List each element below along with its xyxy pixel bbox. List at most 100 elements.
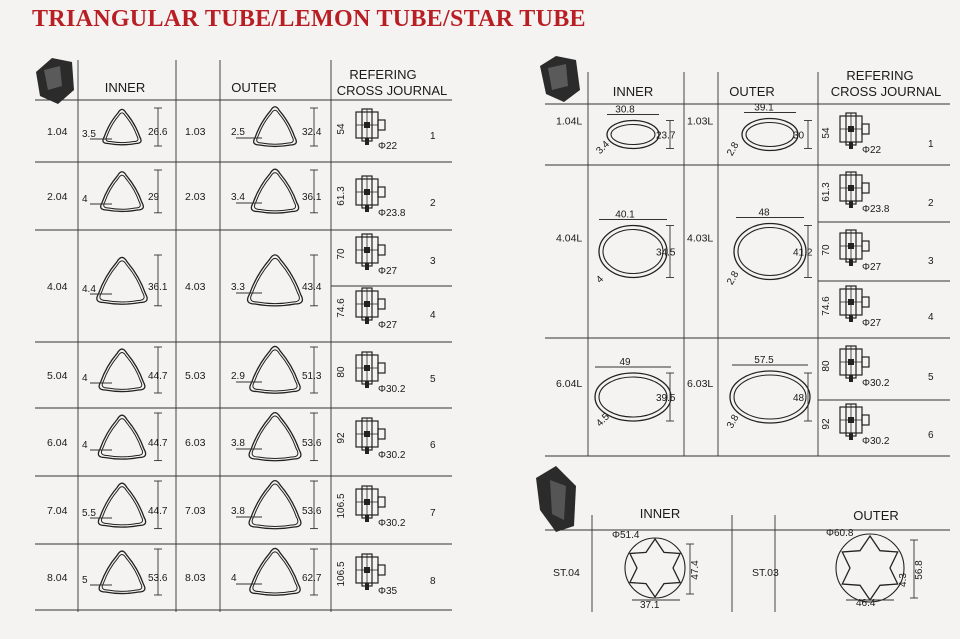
- journal-number: 4: [430, 310, 436, 321]
- outer-profile: [248, 479, 302, 530]
- outer-height: 36.1: [302, 192, 322, 203]
- outer-thickness: 3.3: [231, 282, 245, 293]
- inner-height: 44.7: [148, 506, 168, 517]
- inner-thickness: 4: [594, 274, 606, 286]
- star-inner-code: ST.04: [553, 567, 580, 579]
- outer-code: 2.03: [185, 191, 206, 203]
- outer-lemon-outline: [729, 370, 811, 424]
- tube-outline-inner: [100, 486, 144, 526]
- tube-photo-icon-face: [44, 66, 62, 90]
- star-inner-circle: [624, 537, 686, 599]
- inner-height-dim: [154, 107, 162, 147]
- outer-code: 4.03L: [687, 233, 713, 245]
- inner-profile: [97, 482, 147, 528]
- cross-journal-icon: [839, 345, 870, 383]
- cross-journal-diagram: [839, 403, 870, 441]
- outer-height: 48: [793, 393, 805, 404]
- journal-diameter: Φ30.2: [378, 518, 406, 529]
- outer-thickness: 2.5: [231, 127, 245, 138]
- inner-lemon-outline-inner: [602, 228, 664, 275]
- inner-profile: [102, 108, 142, 146]
- inner-width: 49: [619, 357, 631, 368]
- journal-length: 54: [821, 127, 832, 139]
- outer-thickness: 3.4: [231, 192, 245, 203]
- journal-number: 5: [928, 372, 934, 383]
- inner-height-dim: [666, 225, 674, 278]
- inner-height: 34.5: [656, 248, 676, 259]
- inner-profile: [98, 348, 146, 393]
- inner-height-dim: [154, 480, 162, 530]
- outer-code: 7.03: [185, 505, 206, 517]
- cross-journal-icon: [839, 403, 870, 441]
- outer-profile: [249, 345, 301, 394]
- inner-thickness: 4.4: [82, 284, 96, 295]
- journal-number: 4: [928, 312, 934, 323]
- inner-height-dim: [154, 169, 162, 214]
- tube-outline-outer: [100, 171, 144, 213]
- outer-height: 41.2: [793, 248, 813, 259]
- inner-thickness: 5: [82, 575, 88, 586]
- inner-lemon-outline-inner: [610, 123, 656, 146]
- tube-outline-inner: [252, 349, 298, 392]
- cross-journal-diagram: [355, 287, 386, 325]
- tube-outline-inner: [252, 551, 298, 594]
- cross-journal-icon: [839, 285, 870, 323]
- inner-code: 1.04L: [556, 116, 582, 128]
- inner-height-dim: [154, 254, 162, 307]
- outer-code: 5.03: [185, 370, 206, 382]
- page-title: TRIANGULAR TUBE/LEMON TUBE/STAR TUBE: [32, 6, 586, 32]
- outer-height: 62.7: [302, 573, 322, 584]
- star-inner-height-dim: [686, 543, 694, 595]
- inner-thickness: 4.5: [594, 411, 612, 429]
- tube-photo-icon-face: [548, 64, 568, 90]
- outer-lemon-outline-inner: [745, 121, 795, 148]
- tube-outline-inner: [103, 174, 141, 210]
- journal-length: 70: [821, 244, 832, 256]
- outer-height-dim: [310, 480, 318, 530]
- outer-thickness: 2.9: [231, 371, 245, 382]
- star-tube-photo-icon-face: [550, 480, 566, 520]
- star-outer-height-dim: [910, 539, 918, 599]
- outer-code: 1.03L: [687, 116, 713, 128]
- outer-height-dim: [804, 372, 812, 422]
- header-refering: REFERING: [349, 67, 416, 82]
- star-inner-width: 37.1: [640, 600, 660, 611]
- journal-diameter: Φ30.2: [378, 450, 406, 461]
- inner-height: 29: [148, 192, 160, 203]
- tube-outline-outer: [249, 345, 301, 394]
- outer-height-dim: [804, 120, 812, 149]
- outer-height-dim: [310, 169, 318, 214]
- inner-thickness: 3.5: [82, 129, 96, 140]
- tube-outline-outer: [102, 108, 142, 146]
- outer-thickness: 4: [231, 573, 237, 584]
- journal-diameter: Φ23.8: [378, 208, 406, 219]
- outer-height: 53.6: [302, 438, 322, 449]
- inner-height: 44.7: [148, 371, 168, 382]
- outer-code: 6.03: [185, 437, 206, 449]
- tube-outline-outer: [248, 411, 302, 462]
- outer-height: 43.4: [302, 282, 322, 293]
- inner-height: 36.1: [148, 282, 168, 293]
- cross-journal-diagram: [355, 417, 386, 455]
- inner-code: 8.04: [47, 572, 68, 584]
- journal-diameter: Φ22: [862, 145, 882, 156]
- inner-profile: [97, 414, 147, 460]
- inner-profile: [100, 171, 144, 213]
- journal-length: 92: [336, 432, 347, 444]
- cross-journal-icon: [355, 233, 386, 271]
- inner-lemon-outline: [606, 119, 660, 150]
- journal-length: 80: [821, 360, 832, 372]
- header-inner: INNER: [105, 80, 145, 95]
- outer-thickness: 3.8: [725, 413, 742, 431]
- journal-diameter: Φ22: [378, 141, 398, 152]
- inner-profile: [96, 256, 148, 305]
- cross-journal-diagram: [839, 171, 870, 209]
- inner-height: 39.5: [656, 393, 676, 404]
- star-outer-od: Φ60.8: [826, 528, 854, 539]
- header-refering: REFERING: [846, 68, 913, 83]
- journal-diameter: Φ27: [378, 266, 398, 277]
- inner-code: 4.04: [47, 281, 68, 293]
- inner-thickness: 4: [82, 194, 88, 205]
- journal-diameter: Φ23.8: [862, 204, 890, 215]
